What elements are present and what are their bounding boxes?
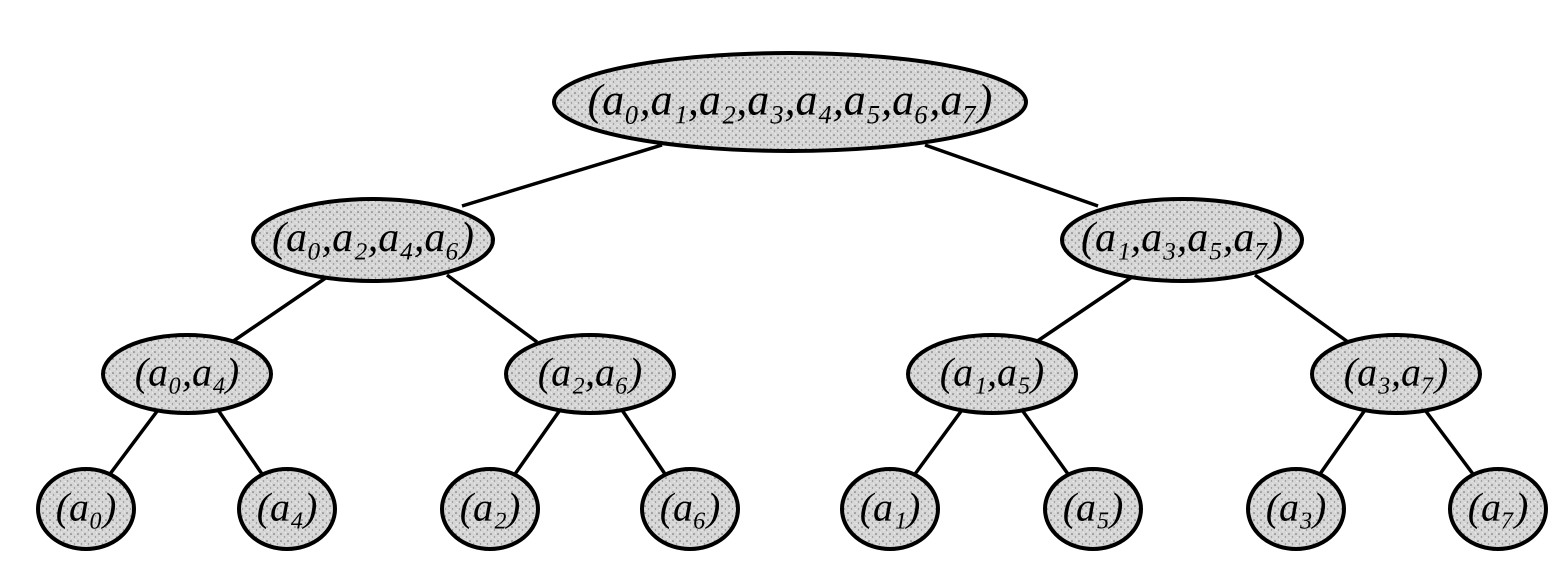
node-label: (a₁) [860,485,921,530]
node-label: (a₅) [1063,485,1124,530]
tree-leaf: (a₆) [640,467,740,551]
edge [108,408,160,476]
tree-node-odd: (a₁,a₃,a₅,a₇) [1060,197,1304,283]
edge [231,273,331,344]
node-label: (a₃) [1266,485,1327,530]
tree-leaf: (a₂) [440,467,540,551]
edge [1035,273,1136,344]
edge-root-left [461,143,663,208]
node-label: (a₂,a₆) [538,350,642,395]
edge [1423,408,1475,476]
tree-leaf: (a₅) [1043,467,1143,551]
edge [1020,408,1070,476]
edge [1253,273,1350,344]
tree-node-root: (a₀,a₁,a₂,a₃,a₄,a₅,a₆,a₇) [552,51,1028,153]
tree-node: (a₁,a₅) [906,333,1078,415]
edge [445,273,539,344]
tree-node: (a₀,a₄) [101,333,273,415]
edge [620,409,667,475]
node-label: (a₁,a₃,a₅,a₇) [1081,215,1283,261]
node-label: (a₀,a₂,a₄,a₆) [272,215,474,261]
node-label: (a₄) [257,485,318,530]
tree-node: (a₂,a₆) [504,333,676,415]
edge [913,408,964,476]
node-label: (a₂) [460,485,521,530]
tree-leaf: (a₀) [36,467,136,551]
tree-leaf: (a₇) [1448,467,1548,551]
node-label: (a₀) [56,485,117,530]
node-label: (a₀,a₁,a₂,a₃,a₄,a₅,a₆,a₇) [588,76,993,125]
tree-leaf: (a₄) [237,467,337,551]
node-label: (a₃,a₇) [1344,350,1448,395]
edge-root-right [924,143,1099,208]
tree-leaf: (a₃) [1246,467,1346,551]
tree-leaf: (a₁) [840,467,940,551]
node-label: (a₁,a₅) [940,350,1044,395]
node-label: (a₆) [660,485,721,530]
edge [513,408,562,476]
tree-node-even: (a₀,a₂,a₄,a₆) [251,197,495,283]
edge [1318,408,1367,476]
edges [108,143,1475,476]
node-label: (a₀,a₄) [135,350,239,395]
tree-node: (a₃,a₇) [1310,333,1482,415]
node-label: (a₇) [1468,485,1529,530]
edge [216,409,264,475]
